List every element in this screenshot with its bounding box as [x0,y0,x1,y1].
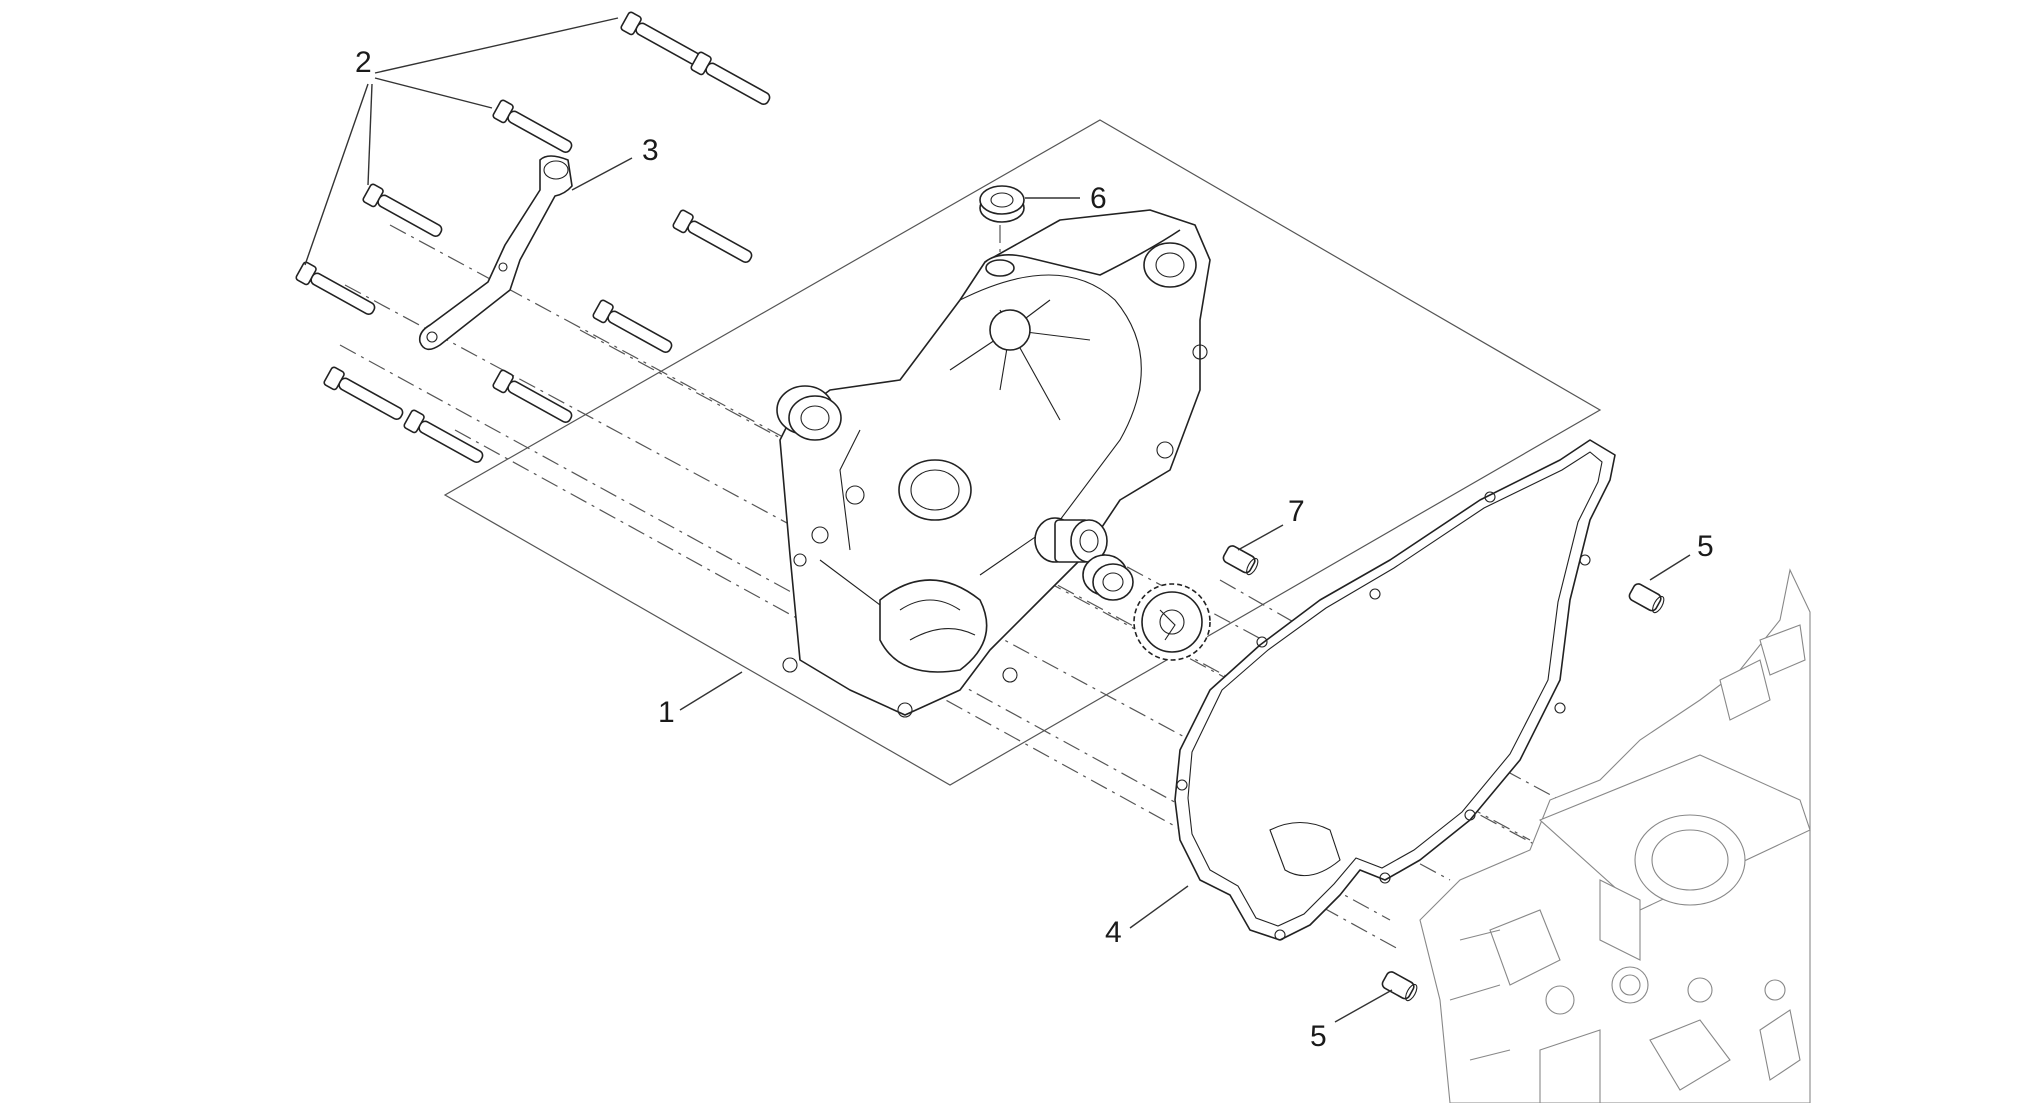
callout-7: 7 [1288,495,1305,528]
callout-1: 1 [658,696,675,729]
oil-seal [776,385,842,441]
bolt [592,299,673,353]
callout-4: 4 [1105,916,1122,949]
callouts: 2 3 6 7 5 1 4 5 [355,46,1714,1053]
dowel-pin [1628,583,1665,614]
gasket [1174,439,1616,941]
bolt [295,261,376,315]
bolt [620,11,701,65]
bolt [690,51,771,105]
callout-2: 2 [355,46,372,79]
callout-3: 3 [642,134,659,167]
dowel-pin [1381,971,1418,1002]
gear [1133,583,1211,661]
leader-lines [304,17,1691,1023]
bolt [323,366,404,420]
bracket [418,155,573,351]
callout-5-lower: 5 [1310,1020,1327,1053]
dowel-pin [1222,545,1259,576]
bolt [362,183,443,237]
bolt-group [295,11,771,463]
washer [979,185,1025,223]
clutch-cover [779,209,1211,718]
callout-6: 6 [1090,182,1107,215]
callout-5-upper: 5 [1697,530,1714,563]
engine-crankcase [1419,568,1811,1103]
bolt [492,369,573,423]
bolt [403,409,484,463]
bolt [672,209,753,263]
oil-seal [1082,554,1134,601]
assembly-frame [443,119,1602,786]
bolt [492,99,573,153]
